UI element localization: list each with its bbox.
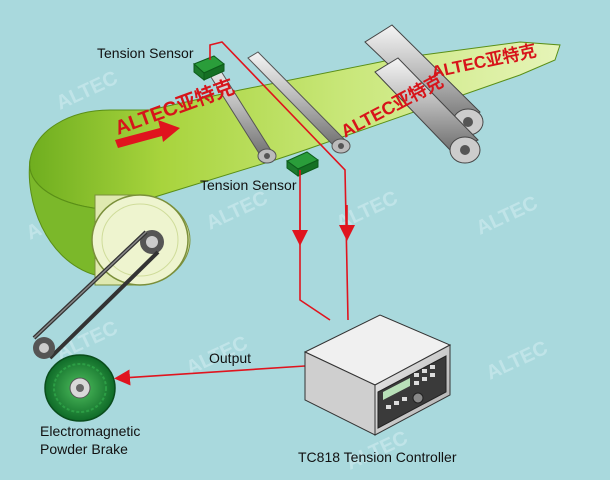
nip-rollers (364, 24, 484, 164)
label-output: Output (209, 350, 251, 366)
powder-brake (33, 337, 116, 422)
drive-belt (32, 230, 160, 360)
label-tension-sensor-bottom: Tension Sensor (200, 177, 297, 193)
controller-knob (412, 392, 424, 404)
watermark: ALTEC (483, 337, 551, 384)
guide-rollers (203, 51, 351, 164)
watermark: ALTEC (473, 192, 541, 239)
tension-sensor-top (193, 55, 225, 82)
label-brake-line1: Electromagnetic (40, 423, 140, 439)
watermark: ALTEC (333, 187, 401, 234)
signal-wires (114, 41, 355, 386)
label-brake-line2: Powder Brake (40, 441, 128, 457)
label-tension-sensor-top: Tension Sensor (97, 45, 194, 61)
controller-display (383, 378, 410, 400)
controller-front-panel (377, 355, 447, 429)
watermark: ALTEC (53, 67, 121, 114)
roller-middle (247, 51, 351, 154)
web-direction-arrow (115, 120, 180, 148)
output-arrow (114, 365, 306, 386)
roller-left (203, 59, 277, 164)
tension-sensor-bottom (286, 151, 319, 177)
watermark: ALTEC (203, 187, 271, 234)
tension-controller (303, 314, 452, 436)
label-controller: TC818 Tension Controller (298, 449, 457, 465)
